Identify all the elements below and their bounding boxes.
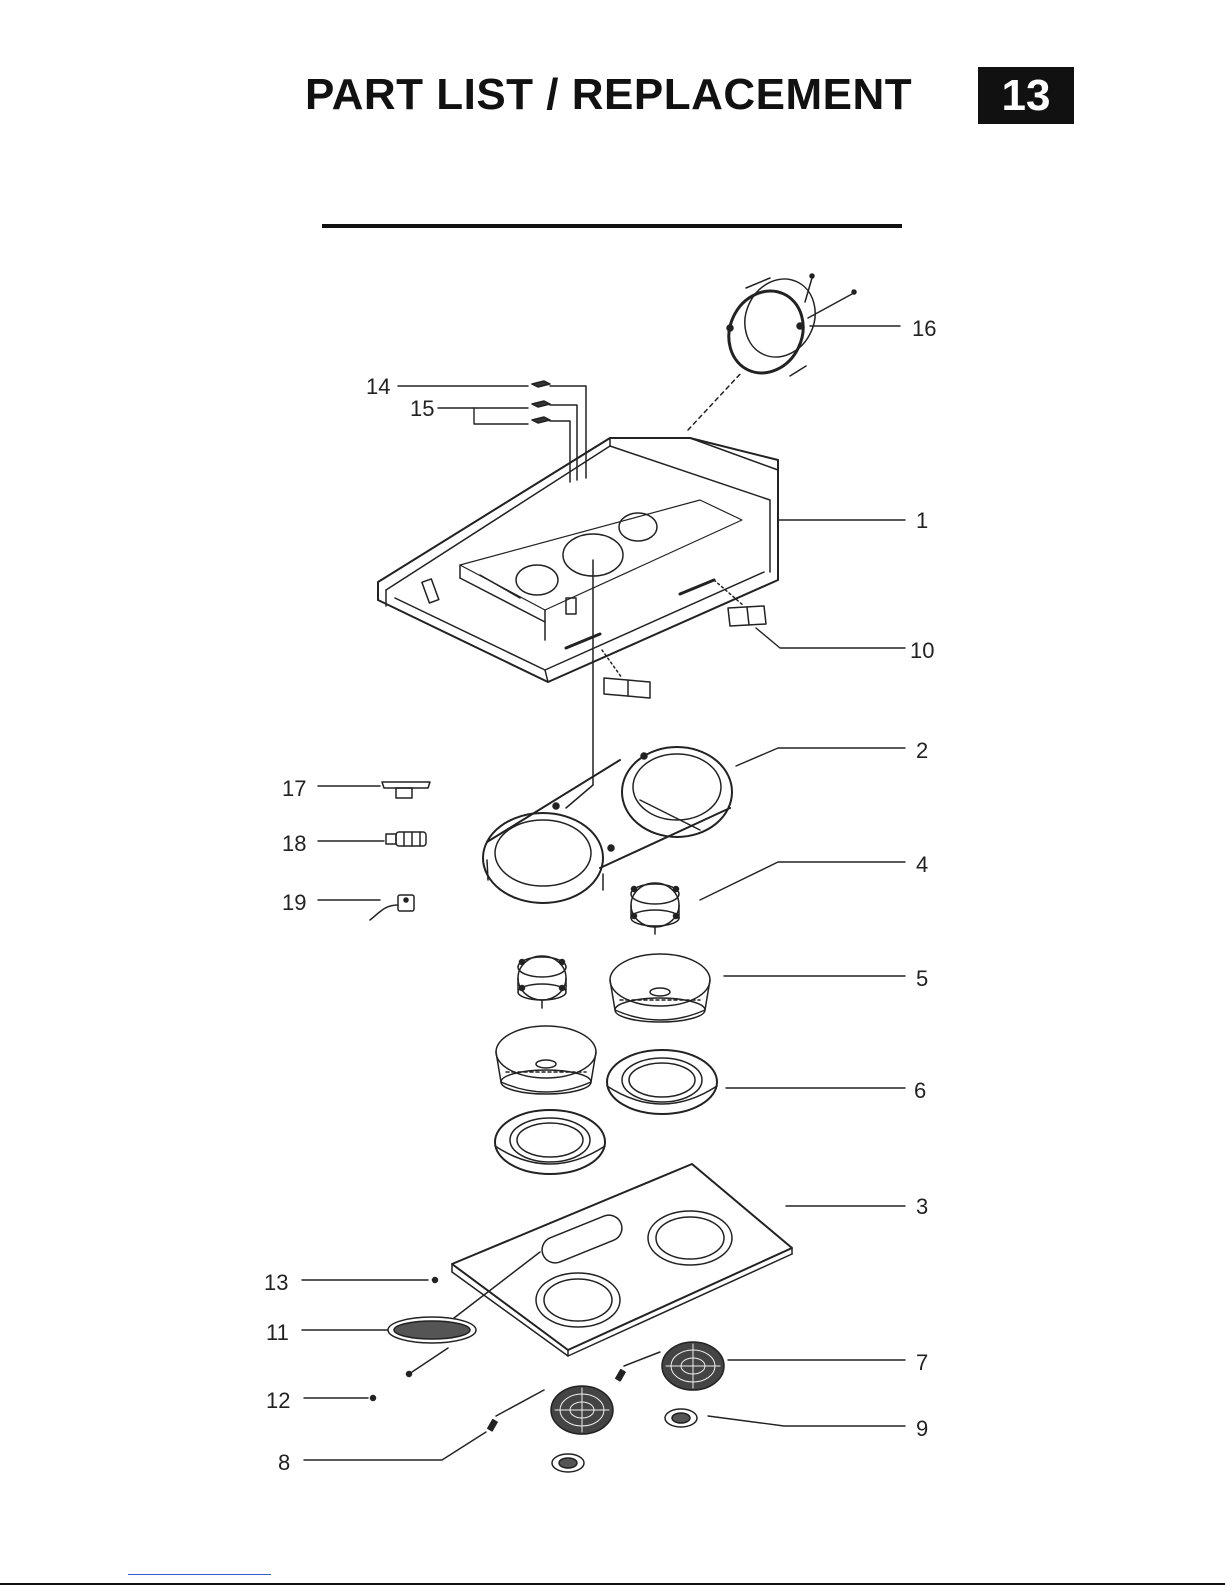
part-light-lens (388, 1252, 540, 1343)
part-blower-wheel-2 (496, 1026, 596, 1094)
callout-18: 18 (282, 831, 306, 856)
part-knob (665, 1409, 697, 1427)
leader-lines (302, 326, 905, 1460)
part-plug (370, 895, 414, 920)
part-knob-2 (552, 1454, 584, 1472)
footer-link-underline[interactable] (128, 1574, 271, 1575)
part-light-socket (382, 782, 430, 798)
part-grease-filter-2 (551, 1386, 613, 1434)
part-motor-2 (518, 956, 566, 1008)
part-grease-filter (662, 1342, 724, 1390)
callout-17: 17 (282, 776, 306, 801)
part-blower-housing (483, 747, 732, 903)
callout-4: 4 (916, 852, 928, 877)
part-blower-wheel (610, 954, 710, 1022)
collar-guide-line (688, 372, 742, 430)
callout-19: 19 (282, 890, 306, 915)
callout-labels: 16 1 10 2 4 5 6 3 7 9 8 12 11 13 17 18 1… (264, 316, 936, 1475)
callout-5: 5 (916, 966, 928, 991)
callout-1: 1 (916, 508, 928, 533)
callout-12: 12 (266, 1388, 290, 1413)
part-screw-13 (433, 1278, 438, 1283)
part-ring-2 (495, 1110, 605, 1174)
part-motor (631, 883, 679, 934)
callout-2: 2 (916, 738, 928, 763)
callout-8: 8 (278, 1450, 290, 1475)
part-bulb (386, 832, 426, 846)
callout-10: 10 (910, 638, 934, 663)
callout-7: 7 (916, 1350, 928, 1375)
callout-3: 3 (916, 1194, 928, 1219)
callout-9: 9 (916, 1416, 928, 1441)
callout-14: 14 (366, 374, 390, 399)
part-screws-12 (371, 1348, 449, 1401)
part-hood-body (378, 438, 778, 682)
callout-13: 13 (264, 1270, 288, 1295)
part-bottom-plate (452, 1164, 792, 1356)
part-filters (602, 580, 766, 698)
callout-11: 11 (266, 1320, 289, 1345)
callout-6: 6 (914, 1078, 926, 1103)
part-ring (607, 1050, 717, 1114)
callout-16: 16 (912, 316, 936, 341)
callout-15: 15 (410, 396, 434, 421)
